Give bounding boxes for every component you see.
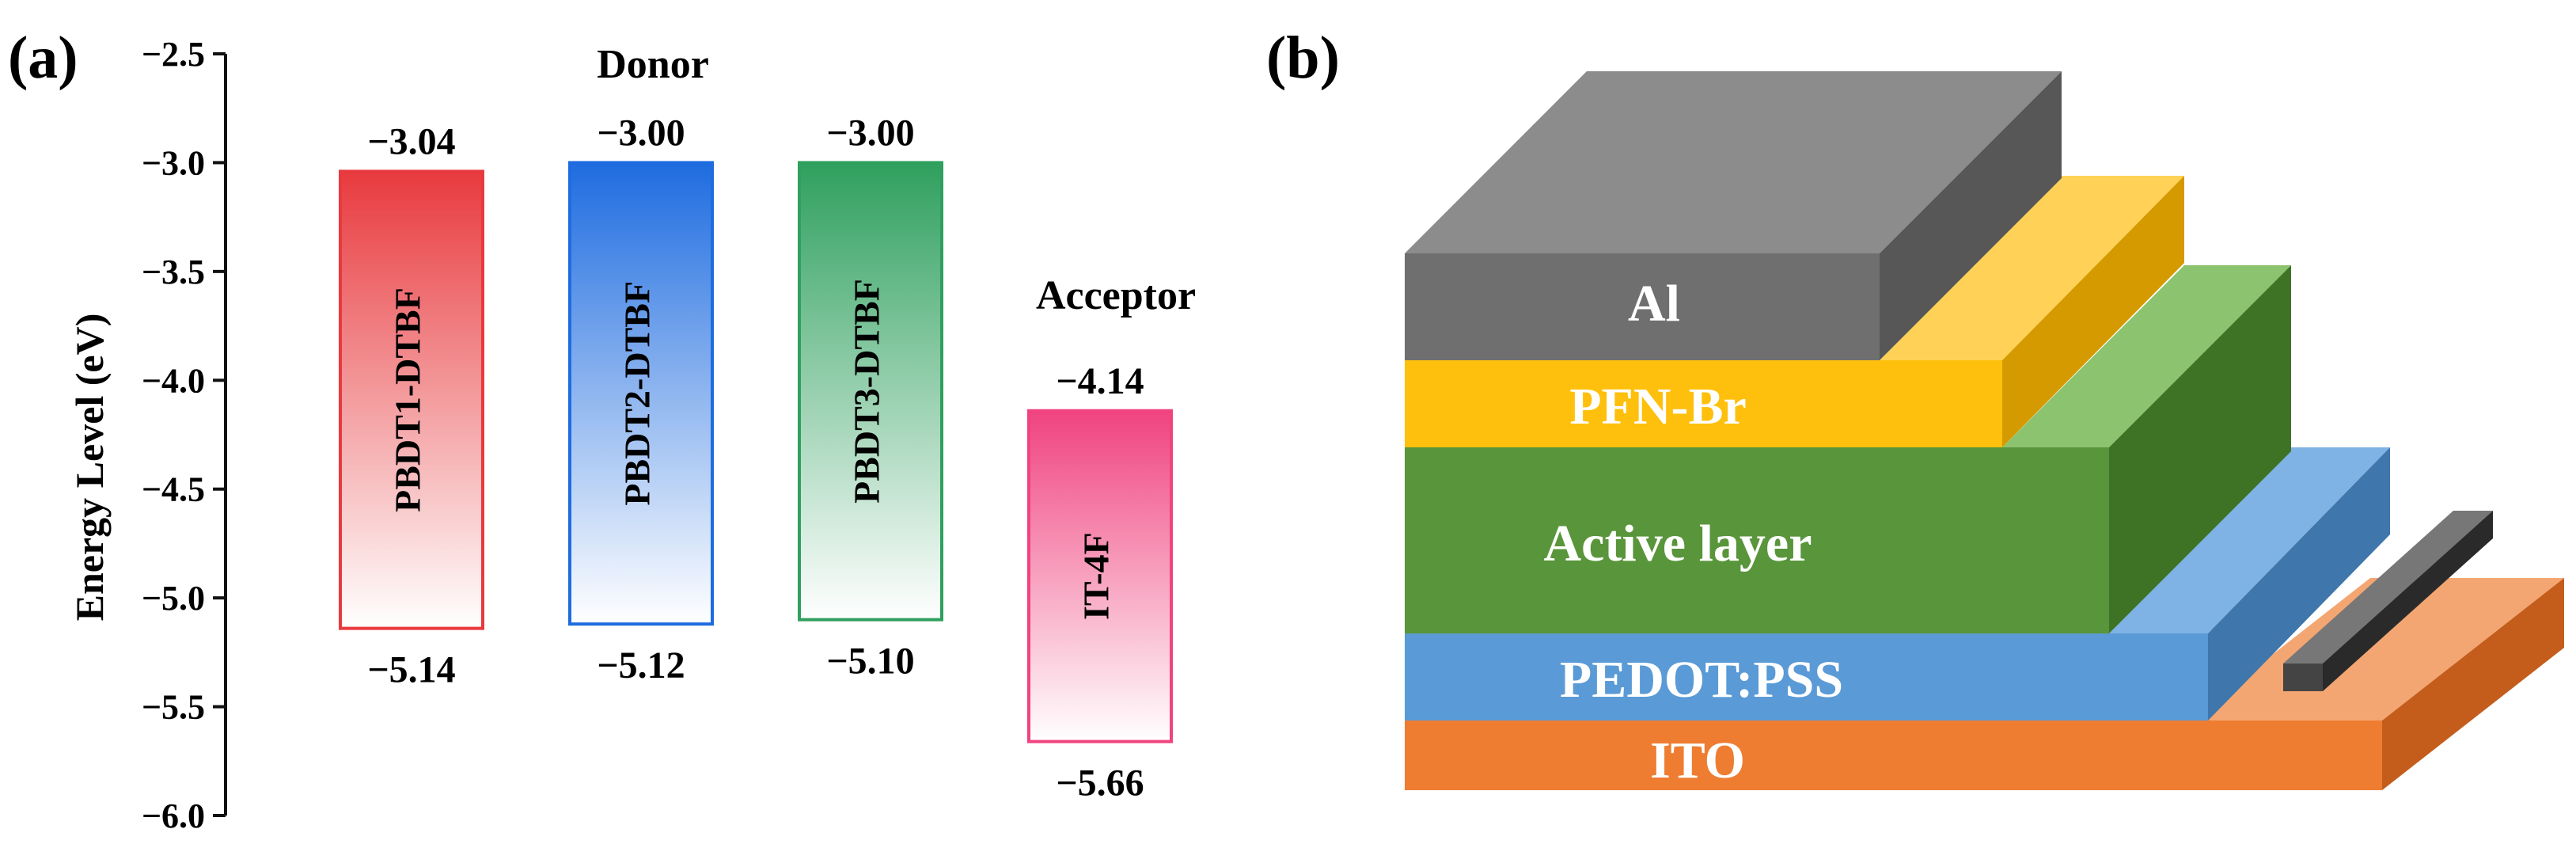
active-layer: Active layer bbox=[1405, 265, 2291, 633]
energy-level-chart: (a) Energy Level (eV) −2.5 −3.0 −3.5 −4.0 −4… bbox=[8, 25, 1196, 835]
pedot-pss-top-face bbox=[2109, 447, 2390, 633]
active-layer-top-face bbox=[2002, 265, 2291, 447]
panel-a-label: (a) bbox=[8, 25, 78, 91]
lumo-value-label: −3.00 bbox=[826, 112, 914, 154]
energy-bar-pbdt1-dtbf bbox=[339, 169, 484, 630]
active-layer-label: Active layer bbox=[1544, 515, 1812, 572]
homo-value-label: −5.66 bbox=[1056, 762, 1144, 804]
al-front-face bbox=[1405, 253, 1880, 360]
device-structure-diagram: (b) ITO PEDOT:PSS Active layer bbox=[1266, 25, 2564, 790]
pedot-pss-layer-label: PEDOT:PSS bbox=[1560, 651, 1843, 709]
active-layer-side-face bbox=[2109, 265, 2291, 633]
al-side-face bbox=[1880, 71, 2062, 360]
electrode-top-face bbox=[2283, 511, 2493, 664]
y-tick-label: −4.0 bbox=[142, 361, 205, 400]
pfn-br-layer: PFN-Br bbox=[1405, 176, 2184, 447]
bar-name-label: PBDT3-DTBF bbox=[847, 279, 887, 504]
pfn-br-side-face bbox=[2002, 176, 2184, 447]
energy-bars: PBDT1-DTBF −3.04 −5.14 PBDT2-DTBF −3.00 −5.12… bbox=[339, 112, 1173, 804]
ito-layer: ITO bbox=[1405, 578, 2564, 790]
bar-name-label: PBDT2-DTBF bbox=[617, 281, 658, 506]
y-tick-label: −5.5 bbox=[142, 688, 205, 727]
pedot-pss-layer: PEDOT:PSS bbox=[1405, 447, 2390, 721]
donor-label: Donor bbox=[597, 42, 709, 87]
pfn-br-front-face bbox=[1405, 360, 2002, 447]
y-tick-label: −4.5 bbox=[142, 470, 205, 509]
y-tick-label: −5.0 bbox=[142, 579, 205, 618]
homo-value-label: −5.12 bbox=[597, 645, 685, 686]
lumo-value-label: −3.00 bbox=[597, 112, 685, 154]
y-tick-label: −2.5 bbox=[142, 35, 205, 74]
electrode-bar bbox=[2283, 511, 2493, 691]
al-layer: Al bbox=[1405, 71, 2062, 360]
energy-bar-pbdt3-dtbf bbox=[798, 161, 943, 622]
y-tick-label: −3.5 bbox=[142, 253, 205, 291]
homo-value-label: −5.10 bbox=[826, 641, 914, 683]
acceptor-label: Acceptor bbox=[1036, 273, 1196, 318]
y-axis-ticks: −2.5 −3.0 −3.5 −4.0 −4.5 −5.0 −5.5 −6.0 bbox=[142, 35, 226, 835]
al-top-face bbox=[1405, 71, 2062, 253]
energy-bar-it-4f bbox=[1027, 409, 1173, 743]
ito-front-face bbox=[1405, 721, 2382, 790]
y-axis-title: Energy Level (eV) bbox=[67, 314, 112, 622]
energy-bar-pbdt2-dtbf bbox=[568, 161, 714, 626]
y-tick-label: −3.0 bbox=[142, 143, 205, 182]
pfn-br-top-face bbox=[1880, 176, 2184, 360]
ito-top-face bbox=[2188, 578, 2564, 721]
bar-name-label: PBDT1-DTBF bbox=[388, 287, 428, 512]
pedot-pss-side-face bbox=[2208, 447, 2390, 721]
bar-name-label: IT-4F bbox=[1076, 532, 1117, 620]
electrode-side-face bbox=[2323, 511, 2493, 691]
electrode-front-face bbox=[2283, 664, 2323, 691]
ito-side-face bbox=[2382, 578, 2564, 790]
pedot-pss-front-face bbox=[1405, 633, 2208, 721]
lumo-value-label: −3.04 bbox=[367, 120, 455, 162]
ito-layer-label: ITO bbox=[1650, 732, 1745, 789]
homo-value-label: −5.14 bbox=[367, 649, 455, 691]
y-tick-label: −6.0 bbox=[142, 797, 205, 835]
pfn-br-layer-label: PFN-Br bbox=[1569, 378, 1747, 435]
active-layer-front-face bbox=[1405, 447, 2109, 633]
lumo-value-label: −4.14 bbox=[1056, 360, 1144, 402]
panel-b-label: (b) bbox=[1266, 25, 1340, 91]
al-layer-label: Al bbox=[1628, 275, 1680, 333]
